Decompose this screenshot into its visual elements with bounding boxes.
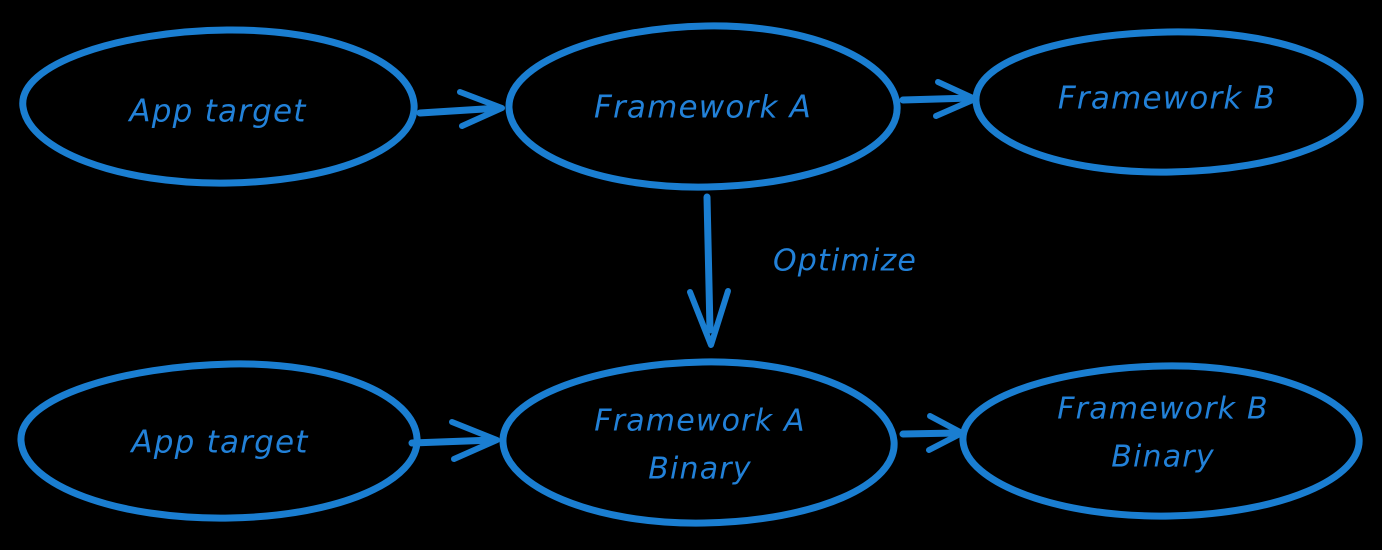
node-framework-b-binary[interactable]: Framework B Binary: [959, 362, 1363, 520]
edge-framework-a-binary-to-framework-b-binary[interactable]: [899, 413, 965, 453]
edge-app-target-to-framework-a-binary[interactable]: [408, 419, 500, 462]
edge-line: [408, 436, 498, 447]
ellipse-shape: [972, 28, 1364, 176]
node-app-target-bottom[interactable]: App target: [17, 360, 421, 522]
edge-line: [703, 193, 714, 334]
arrowhead-icon: [687, 288, 731, 348]
ellipse-shape: [17, 360, 421, 522]
node-label: App target: [129, 425, 309, 461]
ellipse-shape: [19, 26, 418, 187]
ellipse-shape: [505, 22, 901, 191]
node-framework-a-top[interactable]: Framework A: [505, 22, 901, 191]
ellipse-shape: [499, 358, 898, 527]
node-label-line2: Binary: [1111, 440, 1215, 475]
edge-framework-a-to-framework-b-top[interactable]: [899, 79, 978, 119]
arrowhead-icon: [457, 89, 505, 129]
edge-line: [416, 104, 504, 117]
ellipse-shape: [959, 362, 1363, 520]
node-label: App target: [127, 94, 307, 130]
edge-optimize-vertical[interactable]: Optimize: [687, 193, 917, 348]
node-framework-a-binary[interactable]: Framework A Binary: [499, 358, 898, 527]
edge-line: [899, 94, 976, 104]
edge-label-optimize: Optimize: [773, 244, 917, 279]
node-label: Framework B: [1058, 81, 1276, 117]
edge-app-target-to-framework-a-top[interactable]: [416, 89, 505, 129]
edge-line: [899, 429, 962, 438]
node-framework-b-top[interactable]: Framework B: [972, 28, 1364, 176]
arrowhead-icon: [449, 419, 500, 462]
node-label-line1: Framework B: [1057, 392, 1269, 427]
node-label: Framework A: [594, 90, 812, 126]
node-label-line1: Framework A: [594, 404, 806, 439]
node-app-target-top[interactable]: App target: [19, 26, 418, 187]
node-label-line2: Binary: [648, 452, 752, 487]
